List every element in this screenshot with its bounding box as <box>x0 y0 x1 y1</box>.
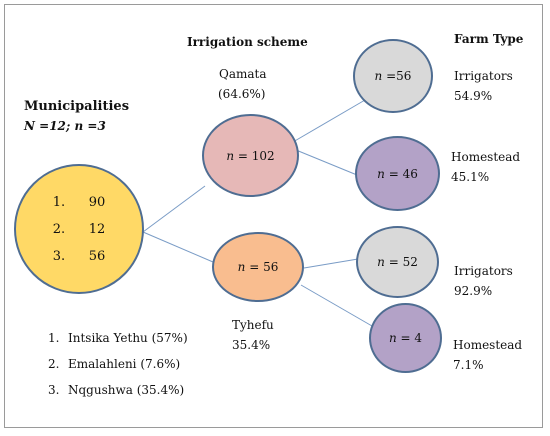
farm-irrigators-tyhefu-name: Irrigators <box>454 264 513 278</box>
farm-irrigators-qamata-name: Irrigators <box>454 69 513 83</box>
legend-item: 3.Nqgushwa (35.4%) <box>48 383 185 397</box>
scheme-qamata-node: n = 102 <box>202 114 299 197</box>
link-qamata-irrigators <box>292 99 366 143</box>
irrigation-scheme-header: Irrigation scheme <box>187 35 308 49</box>
farm-homestead-tyhefu-name: Homestead <box>453 338 523 352</box>
link-root-tyhefu <box>142 231 214 263</box>
scheme-qamata-name: Qamata <box>219 67 267 81</box>
farm-homestead-tyhefu-percent: 7.1% <box>453 358 484 372</box>
diagram-frame <box>4 4 543 428</box>
link-tyhefu-homestead <box>300 284 373 327</box>
farm-irrigators-tyhefu-percent: 92.9% <box>454 284 493 298</box>
municipality-legend: 1.Intsika Yethu (57%) 2.Emalahleni (7.6%… <box>48 325 188 403</box>
municipalities-sample-size: N =12; n =3 <box>24 119 106 133</box>
link-qamata-homestead <box>295 149 358 176</box>
legend-item: 1.Intsika Yethu (57%) <box>48 331 188 345</box>
farm-homestead-tyhefu-node: n = 4 <box>369 303 442 373</box>
scheme-qamata-percent: (64.6%) <box>218 87 266 101</box>
farm-homestead-qamata-node: n = 46 <box>355 136 440 211</box>
municipality-count-2: 2.12 <box>52 221 106 237</box>
farm-homestead-qamata-percent: 45.1% <box>451 170 490 184</box>
scheme-tyhefu-name: Tyhefu <box>232 318 274 332</box>
legend-item: 2.Emalahleni (7.6%) <box>48 357 181 371</box>
farm-homestead-qamata-name: Homestead <box>451 150 521 164</box>
municipalities-node: 1.90 2.12 3.56 <box>14 164 144 294</box>
municipality-count-3: 3.56 <box>52 248 106 264</box>
farm-type-header: Farm Type <box>454 32 524 46</box>
farm-irrigators-qamata-percent: 54.9% <box>454 89 493 103</box>
farm-irrigators-qamata-node: n =56 <box>353 39 433 113</box>
link-root-qamata <box>142 185 206 233</box>
link-tyhefu-irrigators <box>303 258 359 269</box>
scheme-tyhefu-percent: 35.4% <box>232 338 271 352</box>
scheme-tyhefu-node: n = 56 <box>212 232 304 302</box>
municipalities-header: Municipalities <box>24 99 130 114</box>
farm-irrigators-tyhefu-node: n = 52 <box>356 226 439 298</box>
municipality-count-1: 1.90 <box>52 194 106 210</box>
